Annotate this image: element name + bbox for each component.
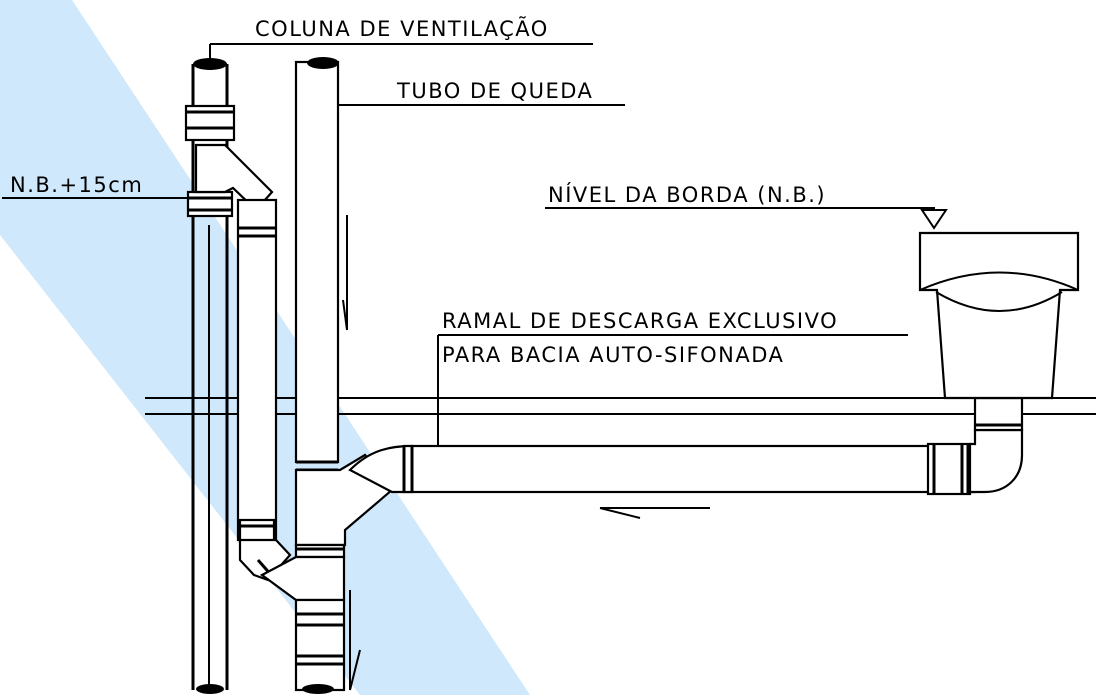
drop-tube-label: TUBO DE QUEDA [396,79,593,103]
rim-level-label: NÍVEL DA BORDA (N.B.) [548,182,826,207]
branch-label-line2: PARA BACIA AUTO-SIFONADA [442,343,784,367]
vent-column-pipe [184,58,274,694]
drop-tube-top-cap [307,57,339,69]
vent-branch-pipe [236,198,292,586]
drop-tube-pipe [259,57,394,694]
annotation-leaders [2,43,948,446]
toilet-bowl [918,231,1080,400]
vent-coupling-lower [186,190,234,218]
vent-bottom-cap [196,684,224,694]
toilet-elbow [968,428,1024,494]
vent-column-label: COLUNA DE VENTILAÇÃO [255,15,549,41]
discharge-branch-pipe [348,396,1024,519]
branch-label-line1: RAMAL DE DESCARGA EXCLUSIVO [442,309,838,333]
drop-tube-bottom-cap [302,684,334,694]
vent-top-cap [193,58,227,70]
level-offset-label: N.B.+15cm [10,173,143,197]
